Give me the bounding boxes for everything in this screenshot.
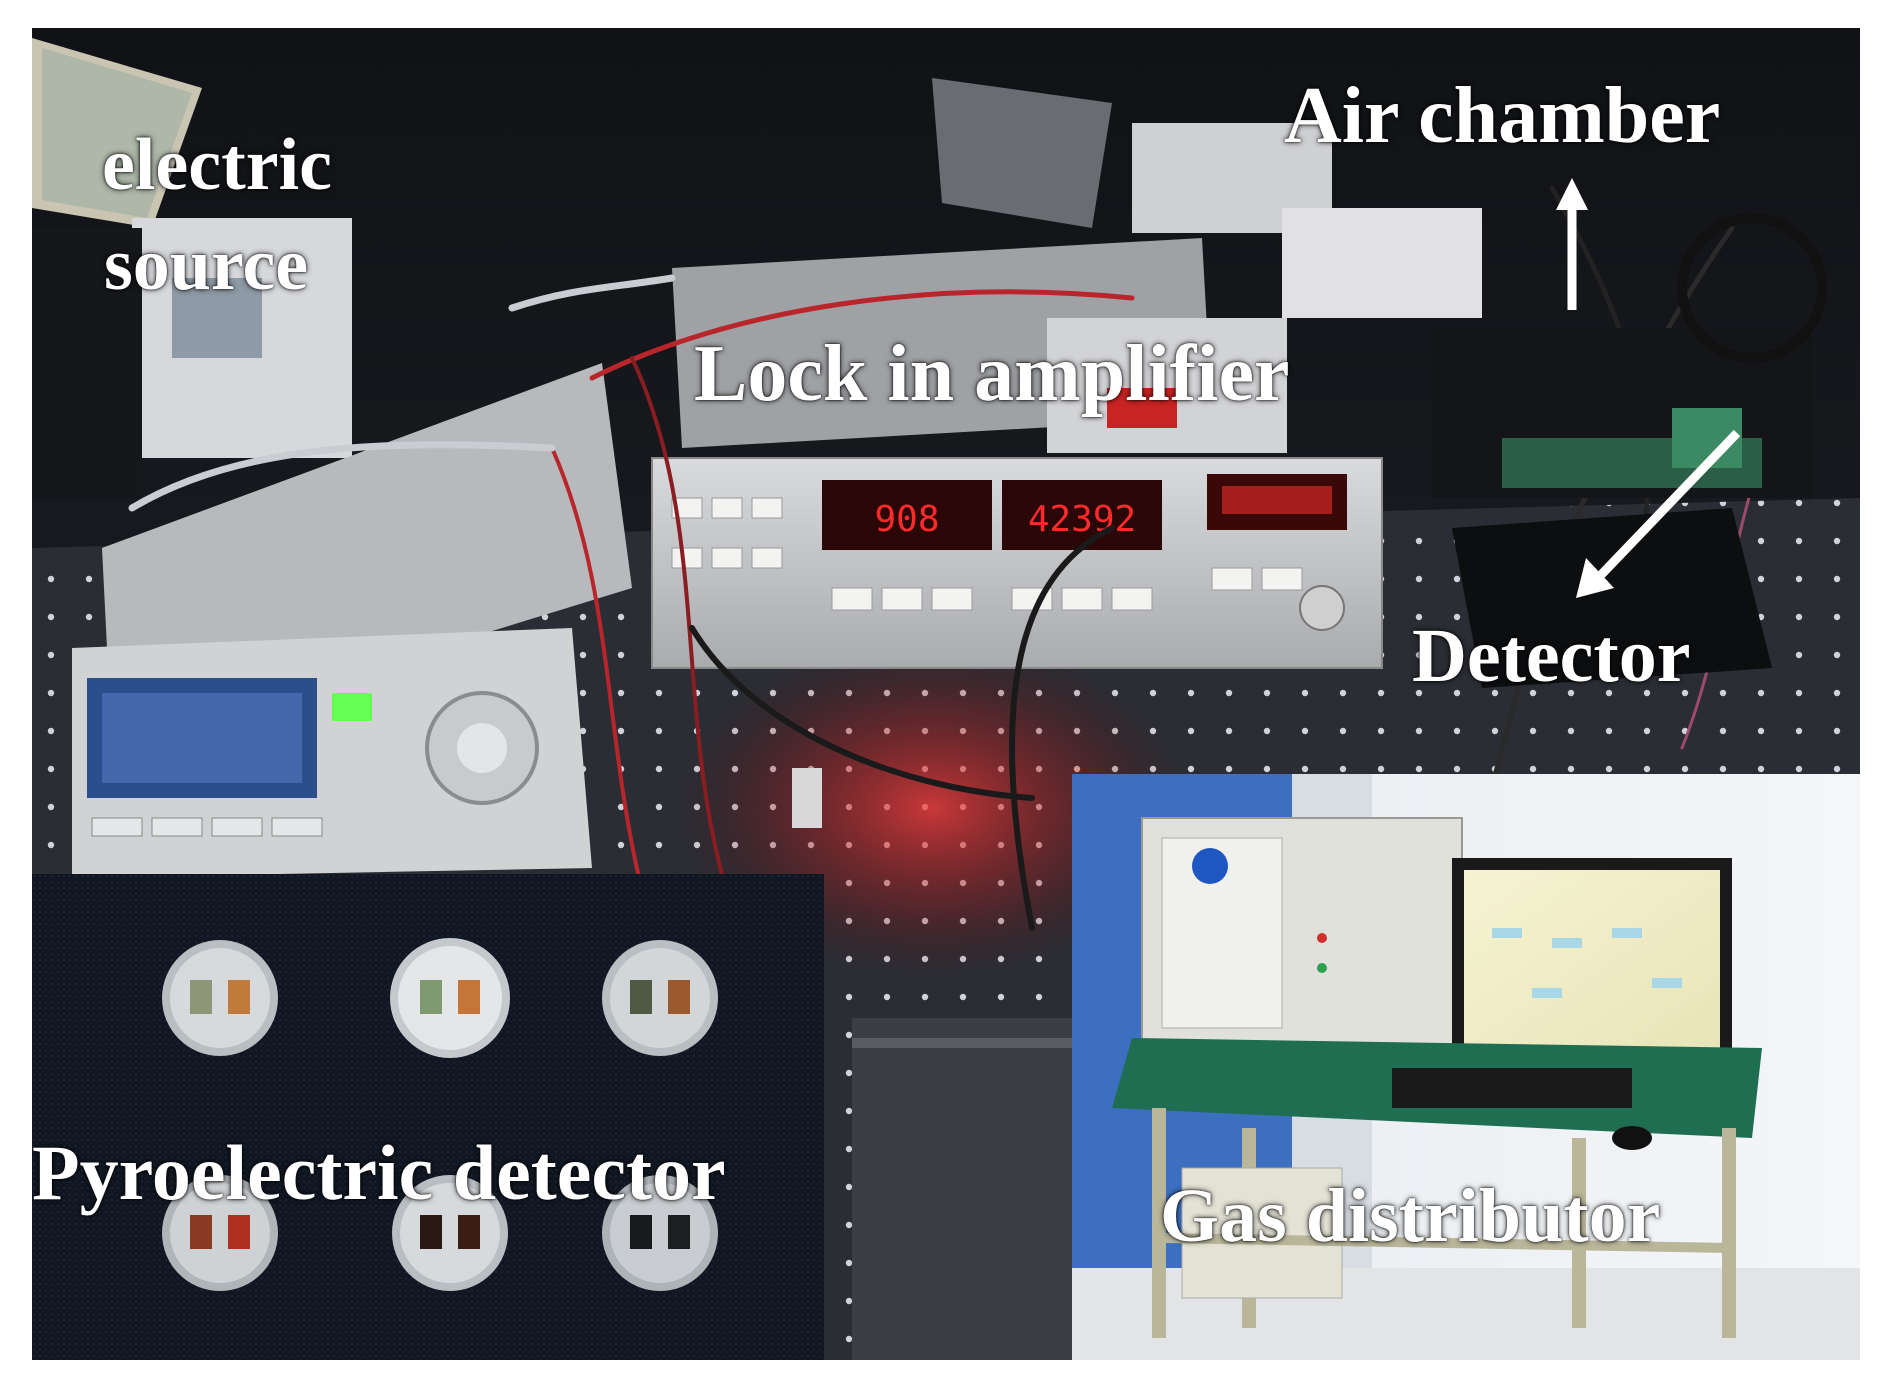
- gas-distributor-inset: [1072, 774, 1860, 1360]
- photo-composite: 908 42392: [32, 28, 1860, 1360]
- arrow-detector-icon: [1596, 429, 1741, 580]
- pyroelectric-detector-label: Pyroelectric detector: [32, 1129, 726, 1216]
- lock-in-amplifier-label: Lock in amplifier: [694, 330, 1290, 418]
- detector-label: Detector: [1412, 614, 1691, 698]
- lab-setup-scene: 908 42392: [32, 28, 1860, 1360]
- air-chamber-label: Air chamber: [1284, 72, 1721, 160]
- detector-can-grid: [162, 938, 718, 1291]
- electric-source-label-line2: source: [104, 224, 309, 306]
- lockin-display-left: 908: [874, 499, 939, 540]
- gas-distributor-label: Gas distributor: [1160, 1174, 1661, 1258]
- electric-source-label-line1: electric: [102, 124, 332, 206]
- lockin-display-right: 42392: [1028, 499, 1136, 540]
